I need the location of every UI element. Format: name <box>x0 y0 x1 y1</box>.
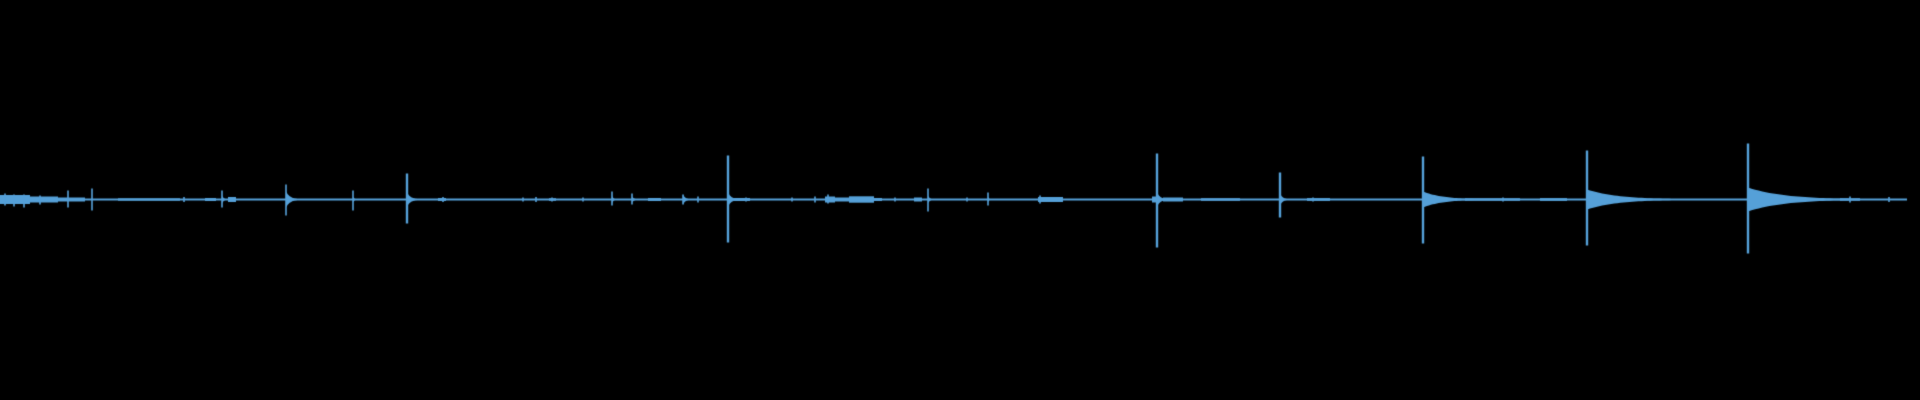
audio-waveform-canvas <box>0 0 1920 400</box>
waveform-panel <box>0 0 1920 400</box>
